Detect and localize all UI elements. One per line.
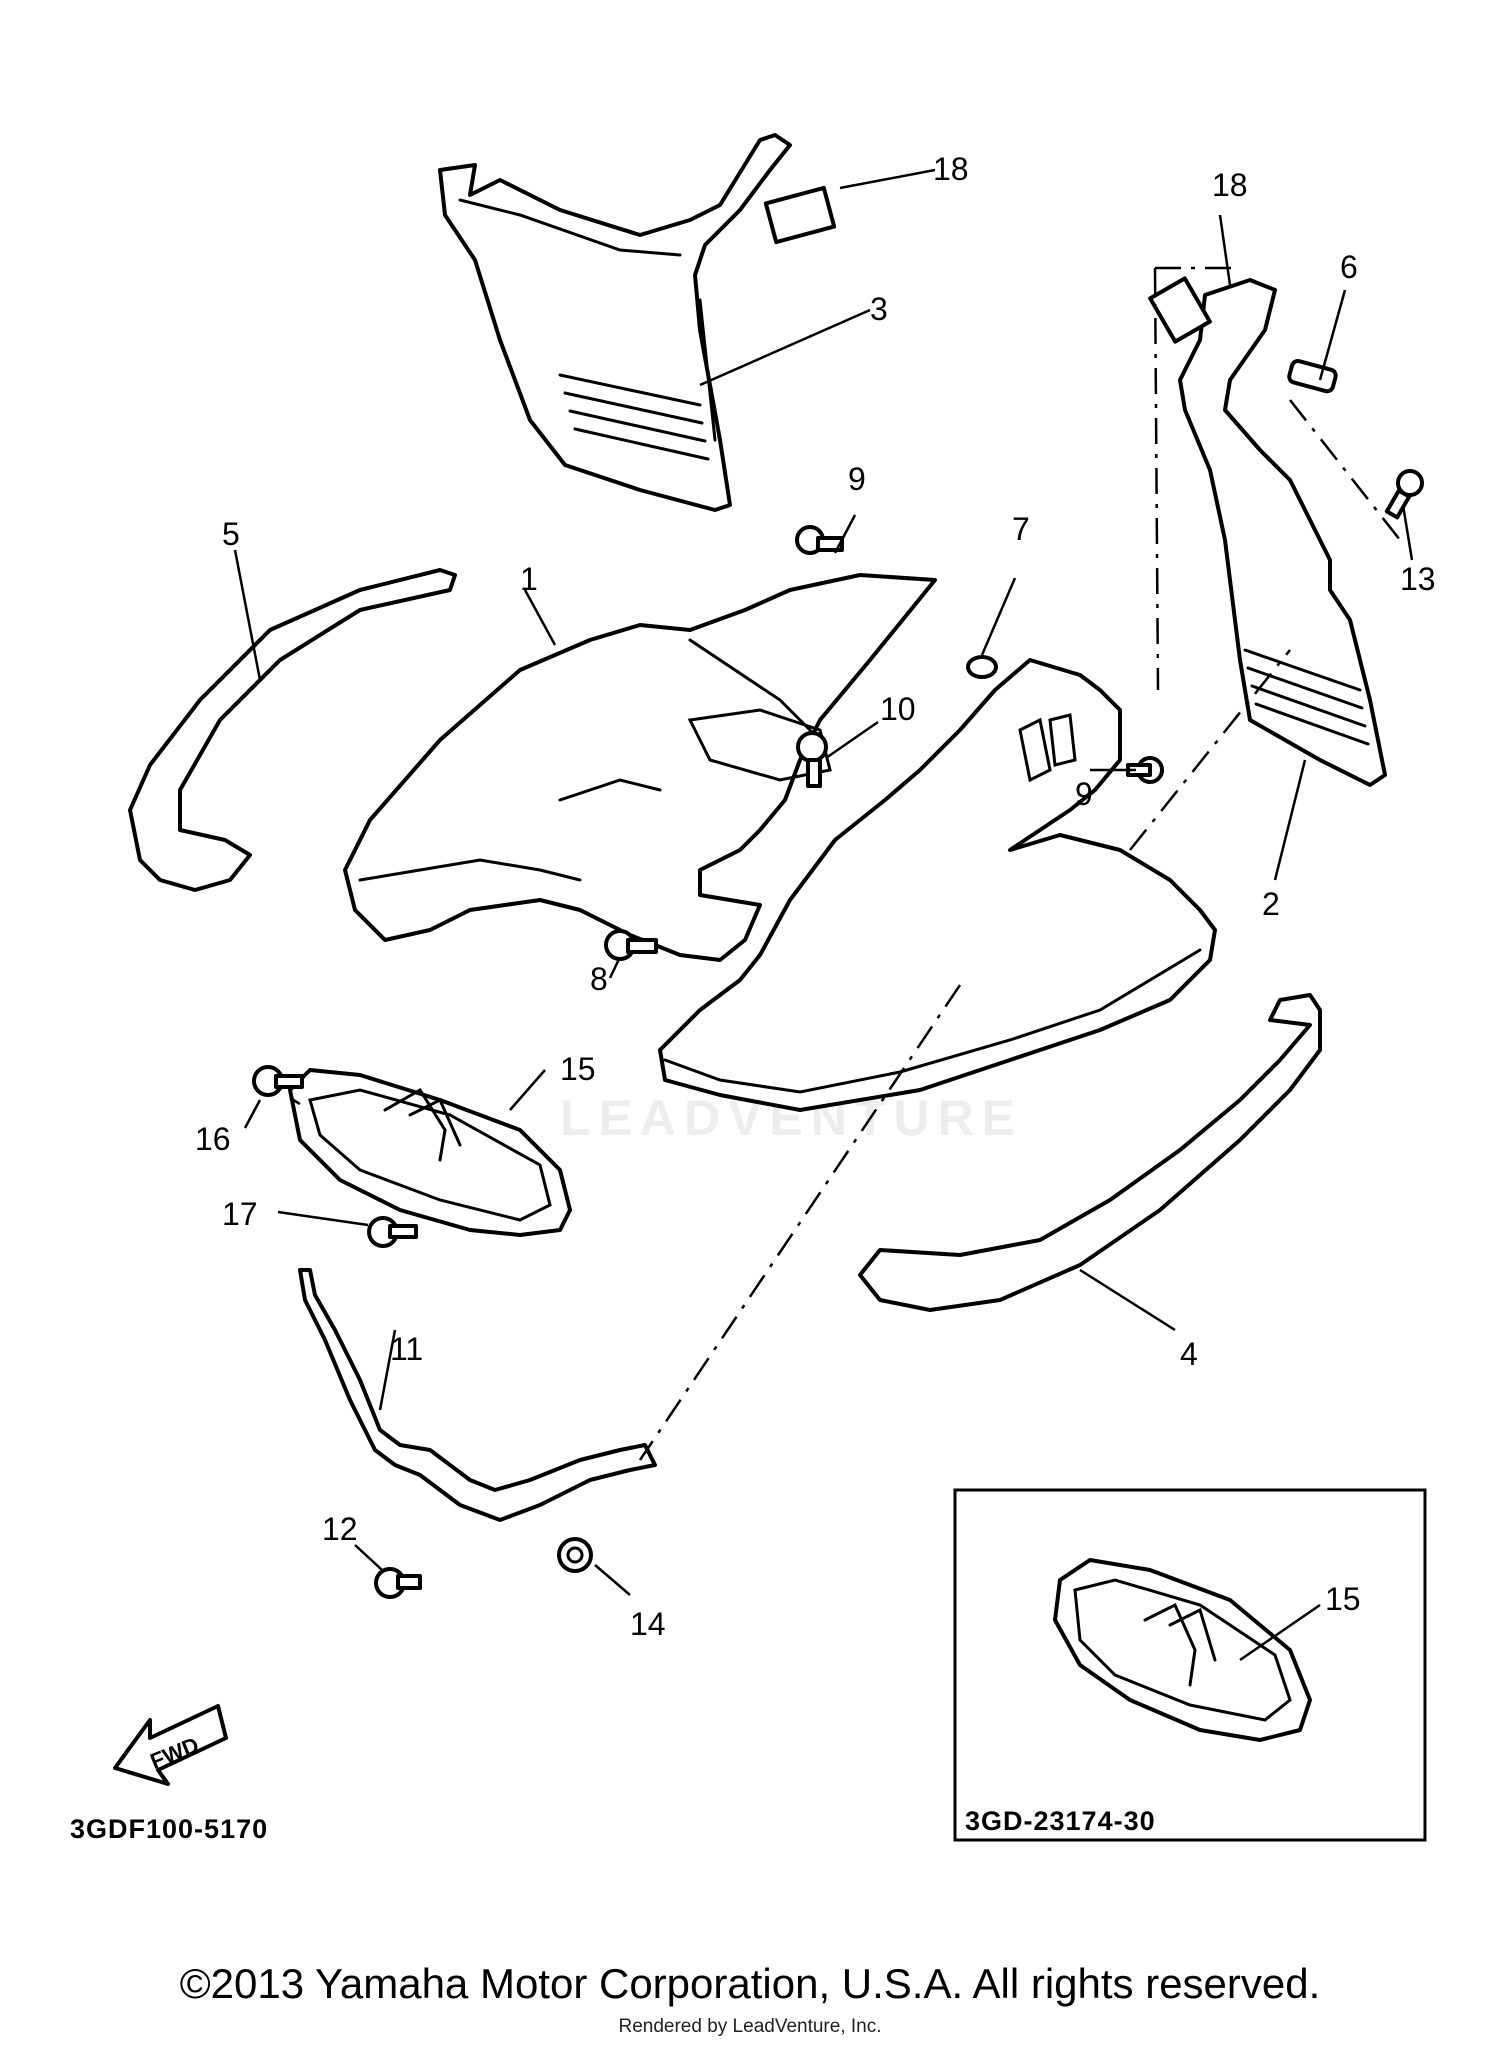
callout-17: 17 [222,1196,258,1232]
part-11-stay [298,1268,657,1522]
assembly-line-5 [1289,399,1401,541]
callout-3: 3 [870,291,888,327]
callout-6: 6 [1340,249,1358,285]
callout-10: 10 [880,691,916,727]
part-18-pad-left [763,185,837,245]
part-9-bolt-a [795,525,844,555]
callout-18-left: 18 [933,151,969,187]
part-10-bolt [796,731,828,788]
part-18-pad-right [1148,276,1212,344]
callout-9-top: 9 [848,461,866,497]
callout-16: 16 [195,1121,231,1157]
assembly-line-3 [1129,649,1291,851]
callout-12: 12 [322,1511,358,1547]
part-7-washer [966,655,998,679]
part-12-bolt [374,1567,422,1599]
diagram-part-code: 3GDF100-5170 [70,1814,268,1844]
callout-9-right: 9 [1075,776,1093,812]
part-17-bolt [367,1216,418,1248]
part-1-front-fender [343,573,937,962]
part-14-nut [557,1537,593,1573]
part-6-collar [1287,359,1338,394]
assembly-line-2 [1153,267,1160,691]
part-9-bolt-b [1126,756,1164,784]
assembly-line-6 [289,1096,301,1106]
callout-2: 2 [1262,886,1280,922]
part-5-left-fender-trim [128,568,457,892]
callout-8: 8 [590,961,608,997]
callout-18-right: 18 [1212,167,1248,203]
callout-7: 7 [1012,511,1030,547]
fwd-arrow: FWD [113,1704,228,1786]
callout-1: 1 [520,561,538,597]
callout-4: 4 [1180,1336,1198,1372]
callout-13: 13 [1400,561,1436,597]
part-2-right-side-cover [1178,278,1387,787]
part-4-right-fender-trim [858,993,1322,1312]
callout-14: 14 [630,1606,666,1642]
callout-11: 11 [390,1331,423,1367]
callout-15-inset: 15 [1325,1581,1361,1617]
callout-15: 15 [560,1051,596,1087]
part-16-bolt [252,1065,304,1097]
inset-part-code: 3GD-23174-30 [965,1806,1156,1836]
assembly-line-4 [638,984,962,1461]
part-15-reflector-bracket [288,1068,572,1237]
leader-lines [233,168,1414,1596]
callout-5: 5 [222,516,240,552]
copyright-notice: ©2013 Yamaha Motor Corporation, U.S.A. A… [179,1960,1321,2007]
rendered-by-credit: Rendered by LeadVenture, Inc. [618,2016,882,2037]
part-3-left-side-cover [438,133,792,512]
inset-box: 15 3GD-23174-30 [953,1488,1427,1842]
